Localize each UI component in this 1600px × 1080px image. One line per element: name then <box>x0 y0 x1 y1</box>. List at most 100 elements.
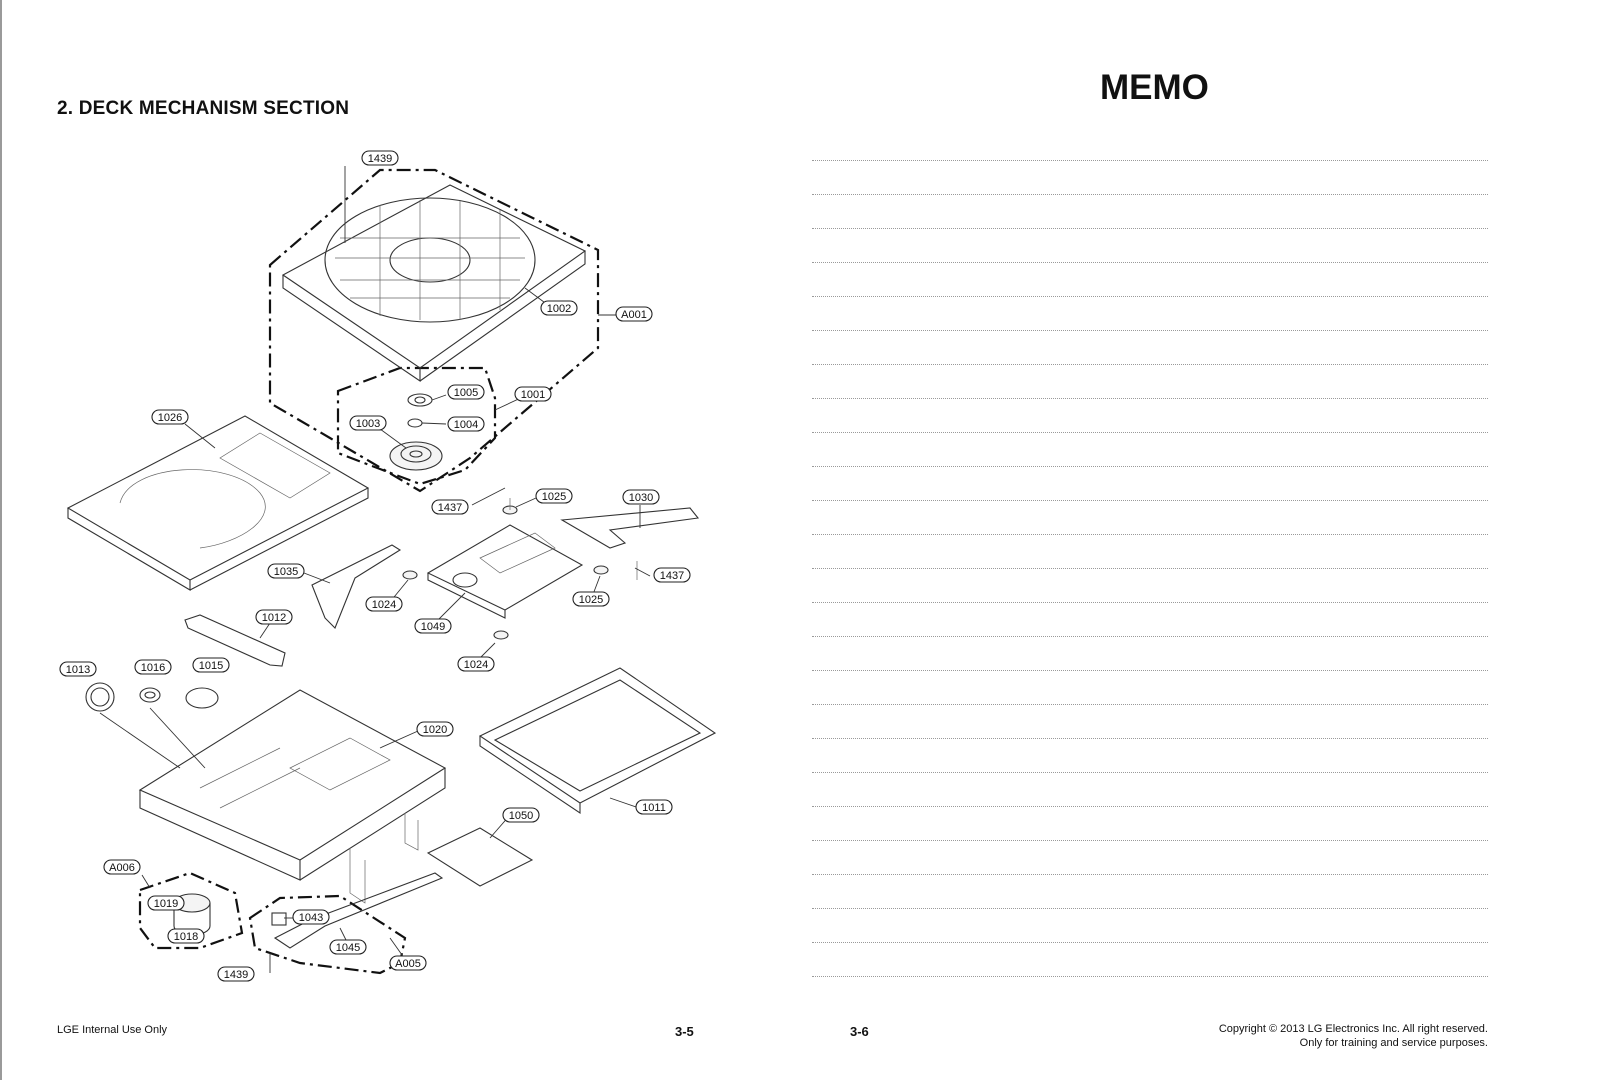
memo-line <box>812 806 1488 807</box>
svg-text:1018: 1018 <box>174 931 198 943</box>
assembly-boundary-a006 <box>138 871 244 950</box>
assembly-boundary-1001 <box>336 366 497 486</box>
svg-text:A006: A006 <box>109 862 135 874</box>
callout-1045: 1045 <box>329 939 367 955</box>
callout-1019: 1019 <box>147 895 185 911</box>
copyright-line-2: Only for training and service purposes. <box>1299 1037 1488 1049</box>
callout-1439-top: 1439 <box>361 150 399 166</box>
svg-text:1050: 1050 <box>509 810 533 822</box>
memo-line <box>812 772 1488 773</box>
memo-line <box>812 398 1488 399</box>
svg-text:1013: 1013 <box>66 664 90 676</box>
svg-text:1035: 1035 <box>274 566 298 578</box>
svg-text:1439: 1439 <box>368 153 392 165</box>
pickup-base-1049-drawing <box>426 524 584 619</box>
svg-text:1024: 1024 <box>372 599 396 611</box>
memo-line <box>812 908 1488 909</box>
memo-line <box>812 194 1488 195</box>
memo-line <box>812 568 1488 569</box>
leader-lines <box>99 166 651 973</box>
callout-1020: 1020 <box>416 721 454 737</box>
callout-a005: A005 <box>389 955 427 971</box>
callout-1035: 1035 <box>267 563 305 579</box>
svg-text:1002: 1002 <box>547 303 571 315</box>
svg-text:1024: 1024 <box>464 659 488 671</box>
frame-1011-drawing <box>478 667 717 815</box>
callout-a001: A001 <box>615 306 653 322</box>
callout-1025-top: 1025 <box>535 488 573 504</box>
deck-exploded-diagram: 1439 1002 A001 1005 1001 1003 1004 1026 … <box>59 150 717 982</box>
svg-text:1030: 1030 <box>629 492 653 504</box>
section-title: 2. DECK MECHANISM SECTION <box>57 98 350 119</box>
memo-line <box>812 602 1488 603</box>
svg-text:1439: 1439 <box>224 969 248 981</box>
callout-1004: 1004 <box>447 416 485 432</box>
tray-1002-drawing <box>281 184 587 383</box>
assembly-boundary-a005 <box>248 894 407 975</box>
svg-text:1025: 1025 <box>542 491 566 503</box>
callout-1003: 1003 <box>349 415 387 431</box>
svg-text:1020: 1020 <box>423 724 447 736</box>
memo-line <box>812 160 1488 161</box>
lever-1035-drawing <box>311 544 402 629</box>
memo-line <box>812 296 1488 297</box>
page-number-right: 3-6 <box>850 1024 869 1039</box>
callout-1439-bottom: 1439 <box>217 966 255 982</box>
callout-1013: 1013 <box>59 661 97 677</box>
callout-1030: 1030 <box>622 489 660 505</box>
svg-text:1045: 1045 <box>336 942 360 954</box>
callout-1043: 1043 <box>292 909 330 925</box>
memo-line <box>812 466 1488 467</box>
svg-text:1025: 1025 <box>579 594 603 606</box>
assembly-boundary-a001 <box>268 168 600 493</box>
memo-ruled-lines <box>812 160 1488 1010</box>
svg-text:1043: 1043 <box>299 912 323 924</box>
memo-line <box>812 976 1488 977</box>
svg-text:1005: 1005 <box>454 387 478 399</box>
memo-line <box>812 874 1488 875</box>
memo-line <box>812 636 1488 637</box>
svg-text:1019: 1019 <box>154 898 178 910</box>
loader-tray-1026-drawing <box>66 415 370 591</box>
callout-1024-left: 1024 <box>365 596 403 612</box>
memo-line <box>812 500 1488 501</box>
memo-line <box>812 704 1488 705</box>
spindle-parts-drawing <box>389 393 443 471</box>
svg-text:1015: 1015 <box>199 660 223 672</box>
callout-1049: 1049 <box>414 618 452 634</box>
memo-line <box>812 670 1488 671</box>
callout-1437-left: 1437 <box>431 499 469 515</box>
callout-1012: 1012 <box>255 609 293 625</box>
callout-1015: 1015 <box>192 657 230 673</box>
callout-1025-right: 1025 <box>572 591 610 607</box>
svg-text:A005: A005 <box>395 958 421 970</box>
gear-parts-drawing <box>85 682 219 712</box>
svg-text:A001: A001 <box>621 309 647 321</box>
svg-text:1437: 1437 <box>660 570 684 582</box>
memo-line <box>812 262 1488 263</box>
svg-text:1049: 1049 <box>421 621 445 633</box>
memo-line <box>812 534 1488 535</box>
callout-1005: 1005 <box>447 384 485 400</box>
internal-use-note: LGE Internal Use Only <box>57 1024 168 1036</box>
svg-text:1003: 1003 <box>356 418 380 430</box>
copyright-line-1: Copyright © 2013 LG Electronics Inc. All… <box>1218 1023 1488 1035</box>
memo-line <box>812 432 1488 433</box>
memo-line <box>812 228 1488 229</box>
svg-text:1026: 1026 <box>158 412 182 424</box>
memo-line <box>812 738 1488 739</box>
callout-1024-bottom: 1024 <box>457 656 495 672</box>
memo-line <box>812 840 1488 841</box>
memo-line <box>812 942 1488 943</box>
callout-1001: 1001 <box>514 386 552 402</box>
page-number-left: 3-5 <box>675 1024 694 1039</box>
copyright-notice: Copyright © 2013 LG Electronics Inc. All… <box>1219 1022 1488 1050</box>
callout-1011: 1011 <box>635 799 673 815</box>
page-left-edge <box>0 0 2 1080</box>
memo-title: MEMO <box>1100 68 1209 107</box>
slider-1012-drawing <box>184 614 286 667</box>
svg-text:1004: 1004 <box>454 419 478 431</box>
callout-1018: 1018 <box>167 928 205 944</box>
svg-text:1012: 1012 <box>262 612 286 624</box>
connector-1043-drawing <box>271 912 287 926</box>
